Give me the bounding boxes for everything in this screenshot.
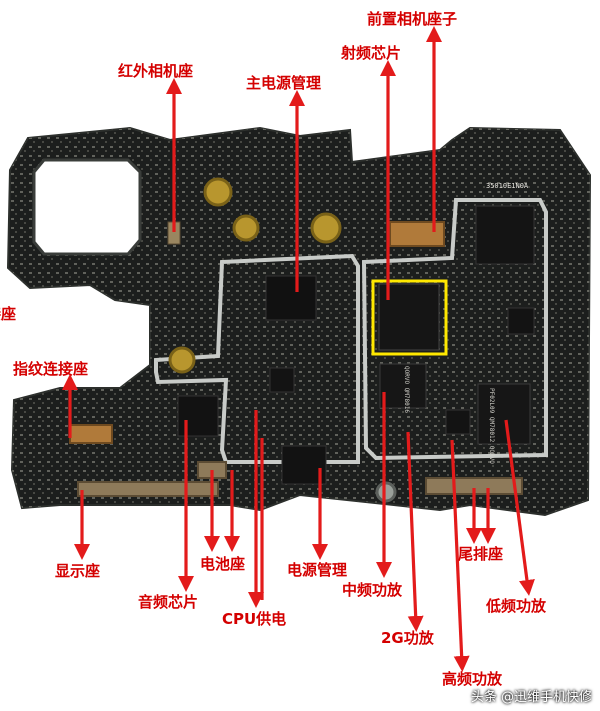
label-left-cut: 接座 [0, 305, 16, 323]
qorvo-chip-1 [379, 363, 427, 409]
label-fingerprint: 指纹连接座 [13, 360, 88, 378]
qorvo-chip-2 [477, 383, 531, 445]
label-front-camera: 前置相机座子 [367, 10, 457, 28]
label-mid-pa: 中频功放 [342, 581, 403, 599]
arrow-high-pa [450, 439, 470, 672]
labels: 前置相机座子 射频芯片 红外相机座 主电源管理 接座 指纹连接座 显示座 音频芯… [0, 10, 547, 688]
board-serial: 35010E1N0A [486, 182, 529, 190]
shield-frame-left [154, 253, 360, 464]
arrows [62, 26, 535, 672]
qorvo-marking-2: PF02L09 QM78012 QORVO [488, 388, 495, 464]
qorvo-marking-1: QORVO QM78016 [403, 366, 410, 413]
label-power-mgmt: 电源管理 [287, 561, 347, 579]
label-low-pa: 低频功放 [485, 597, 547, 615]
rf-chip-highlight [371, 279, 448, 356]
arrow-2g-pa [406, 431, 424, 632]
main-pmic-chip [265, 275, 317, 321]
label-rf-chip: 射频芯片 [340, 44, 401, 62]
connectors [69, 221, 523, 497]
label-audio-chip: 音频芯片 [138, 593, 198, 611]
label-battery: 电池座 [200, 555, 245, 573]
watermark: 头条 @迅维手机快修 [470, 690, 592, 705]
chips [177, 205, 535, 485]
label-display: 显示座 [55, 562, 100, 580]
audio-chip [177, 395, 219, 437]
label-high-pa: 高频功放 [442, 670, 503, 688]
gold-pads [168, 177, 397, 503]
arrow-low-pa [504, 419, 535, 596]
shield-frame-right [361, 198, 548, 461]
label-tail: 尾排座 [458, 545, 503, 563]
label-cpu-power: CPU供电 [222, 610, 286, 628]
label-2g-pa: 2G功放 [381, 629, 435, 647]
label-main-pmic: 主电源管理 [246, 74, 321, 92]
camera-cutout [32, 158, 142, 256]
label-ir-camera: 红外相机座 [118, 62, 193, 80]
